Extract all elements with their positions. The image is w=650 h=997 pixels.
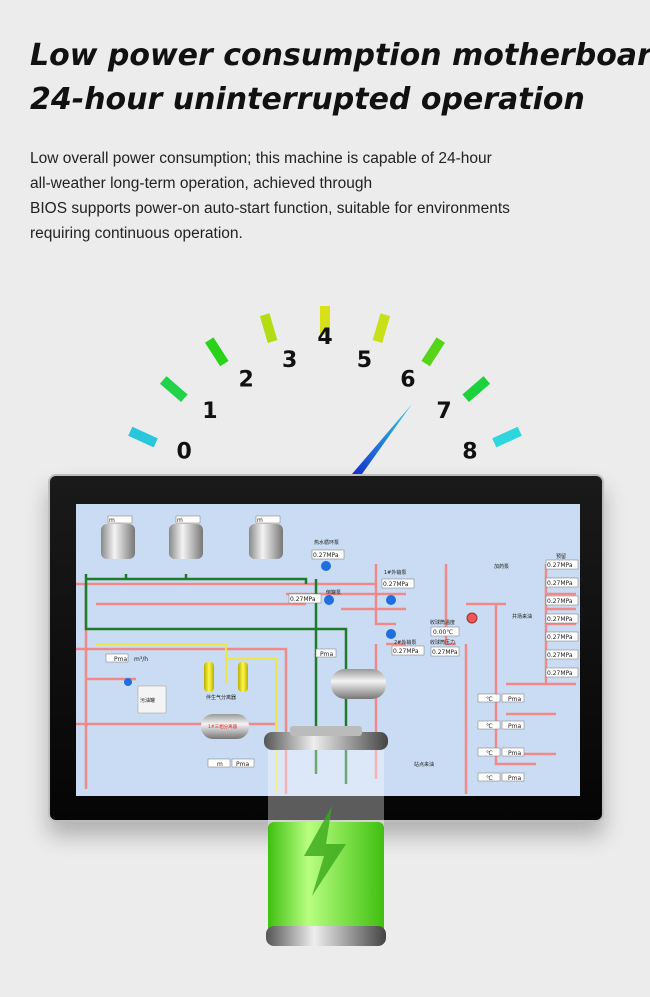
unit-label: Pma [508, 775, 521, 782]
pressure-readout: 0.27MPa [547, 670, 573, 677]
gauge-label: 8 [462, 439, 477, 464]
unit-label: Pma [508, 750, 521, 757]
label-gas-separator: 伴生气分离器 [206, 694, 236, 701]
gauge-label: 5 [357, 348, 372, 373]
gauge-tick [205, 337, 229, 367]
pressure-readout: 0.27MPa [290, 596, 316, 603]
unit-label: ℃ [486, 750, 493, 757]
gauge-tick [372, 313, 391, 343]
label-hot-pump: 热水循环泵 [314, 539, 339, 546]
unit-label: Pma [236, 761, 249, 768]
unit-label: Pma [508, 723, 521, 730]
description-line: Low overall power consumption; this mach… [30, 150, 492, 167]
tank-level: m [109, 517, 115, 524]
tank-level: m [177, 517, 183, 524]
description: Low overall power consumption; this mach… [30, 146, 630, 246]
description-line: BIOS supports power-on auto-start functi… [30, 200, 510, 217]
power-gauge: 012 345 678 [128, 306, 522, 474]
pressure-readout: 0.27MPa [383, 581, 409, 588]
monitor: m m m 0.27MPa 0.27MPa 0.27MPa 0.27MPa 0.… [48, 474, 604, 822]
pumps [124, 561, 396, 686]
label-transfer-pump: 倒罐泵 [326, 589, 341, 596]
unit-label: m [217, 761, 223, 768]
gauge-tick [462, 376, 491, 403]
label-dosing-pump: 加药泵 [494, 563, 509, 570]
unit-label: m³/h [134, 656, 148, 663]
unit-label: ℃ [486, 775, 493, 782]
gauge-tick [259, 313, 278, 343]
unit-label: ℃ [486, 696, 493, 703]
headline-line-1: Low power consumption motherboard [30, 38, 650, 73]
gauge-tick [421, 337, 445, 367]
pressure-readout: 0.27MPa [547, 562, 573, 569]
gauge-tick [128, 426, 158, 448]
gauge-tick [159, 376, 188, 403]
pressure-readout: 0.27MPa [547, 652, 573, 659]
unit-label: Pma [114, 656, 127, 663]
label-ball-press: 收球筒压力 [430, 639, 455, 646]
label-pump2: 2#外输泵 [394, 639, 416, 646]
gauge-label: 2 [238, 368, 253, 393]
label-ball-temp: 收球筒温度 [430, 619, 455, 626]
pressure-readout: 0.27MPa [547, 580, 573, 587]
label-reserved: 预留 [556, 553, 566, 560]
gauge-label: 0 [176, 439, 191, 464]
gauge-label: 4 [317, 325, 332, 350]
battery-icon [264, 726, 388, 946]
unit-label: Pma [320, 651, 333, 658]
ball-temp-readout: 0.00℃ [433, 629, 453, 636]
lightning-icon [304, 806, 346, 896]
pressure-readout: 0.27MPa [393, 648, 419, 655]
unit-label: Pma [508, 696, 521, 703]
gauge-tick [320, 306, 330, 334]
gauge-label: 7 [436, 399, 451, 424]
label-waste-tank: 污油罐 [140, 697, 155, 704]
gauge-needle [352, 404, 412, 474]
gauge-label: 1 [202, 399, 217, 424]
description-line: all-weather long-term operation, achieve… [30, 175, 373, 192]
pressure-readout: 0.27MPa [547, 598, 573, 605]
label-station-oil: 站点来油 [414, 761, 434, 768]
pressure-readout: 0.27MPa [547, 616, 573, 623]
description-line: requiring continuous operation. [30, 225, 243, 242]
pressure-readout: 0.27MPa [313, 552, 339, 559]
water-pipes [84, 574, 348, 784]
unit-label: ℃ [486, 723, 493, 730]
storage-tanks [101, 524, 283, 559]
label-separator-1: 1#三相分离器 [208, 723, 238, 730]
pressure-readout: 0.27MPa [547, 634, 573, 641]
gauge-label: 3 [282, 348, 297, 373]
gauge-label: 6 [400, 368, 415, 393]
gauge-tick [492, 426, 522, 448]
tank-level: m [257, 517, 263, 524]
headline-line-2: 24-hour uninterrupted operation [30, 82, 585, 117]
pressure-readout: 0.27MPa [432, 649, 458, 656]
label-well-oil: 井场来油 [512, 613, 532, 620]
label-pump1: 1#外输泵 [384, 569, 406, 576]
